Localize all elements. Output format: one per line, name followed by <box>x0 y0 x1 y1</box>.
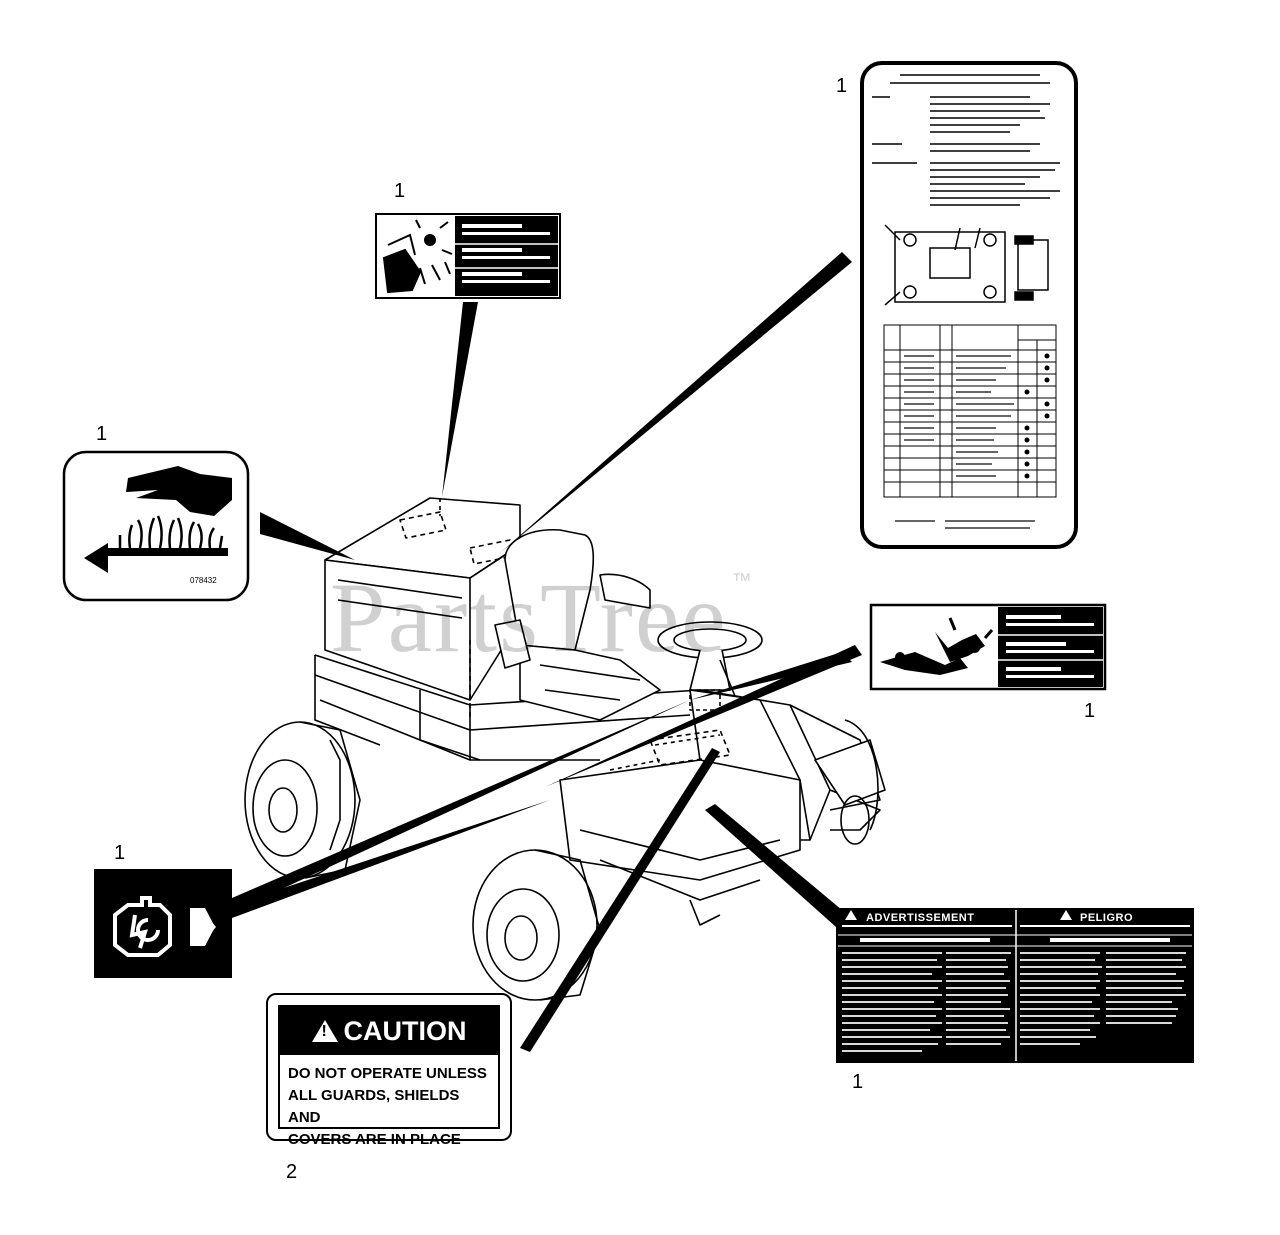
service-table <box>883 324 1057 498</box>
callout-top-decal: 1 <box>394 180 406 202</box>
caution-line-2: ALL GUARDS, SHIELDS AND <box>288 1087 460 1126</box>
runover-decal <box>869 603 1107 691</box>
hot-surface-decal <box>62 450 250 602</box>
callout-engine-decal: 1 <box>114 842 126 864</box>
thrown-objects-icon <box>382 219 453 294</box>
caution-heading: CAUTION <box>343 1015 467 1046</box>
runover-icon <box>880 617 994 675</box>
hot-decal-part-number: 078432 <box>190 576 217 585</box>
callout-hot-decal: 1 <box>96 423 108 445</box>
bilingual-warning-decal <box>836 908 1194 1063</box>
callout-caution-decal: 2 <box>286 1161 298 1183</box>
callout-service-decal: 1 <box>836 75 848 97</box>
caution-body: DO NOT OPERATE UNLESS ALL GUARDS, SHIELD… <box>280 1055 498 1151</box>
watermark-trademark: ™ <box>731 570 754 592</box>
leader-lines <box>232 252 862 1052</box>
mower-illustration <box>244 497 886 1001</box>
service-diagram <box>884 224 1049 306</box>
watermark-text: PartsTree <box>330 562 728 673</box>
hand-heat-icon <box>84 466 232 573</box>
bilingual-right-title: PELIGRO <box>1080 912 1134 924</box>
caution-header: CAUTION <box>280 1007 498 1055</box>
caution-line-1: DO NOT OPERATE UNLESS <box>288 1065 487 1082</box>
bilingual-left-title: ADVERTISSEMENT <box>866 912 975 924</box>
engine-start-icon <box>113 896 172 957</box>
caution-decal-inner: CAUTION DO NOT OPERATE UNLESS ALL GUARDS… <box>278 1005 500 1148</box>
service-chart-decal <box>860 61 1078 549</box>
callout-runover-decal: 1 <box>1084 700 1096 722</box>
caution-line-3: COVERS ARE IN PLACE <box>288 1131 461 1148</box>
warning-triangle-icon <box>311 1020 338 1042</box>
engine-start-decal <box>94 869 232 978</box>
callout-bilingual-decal: 1 <box>852 1071 864 1093</box>
thrown-objects-decal <box>375 213 561 299</box>
caution-decal: CAUTION DO NOT OPERATE UNLESS ALL GUARDS… <box>266 993 512 1148</box>
